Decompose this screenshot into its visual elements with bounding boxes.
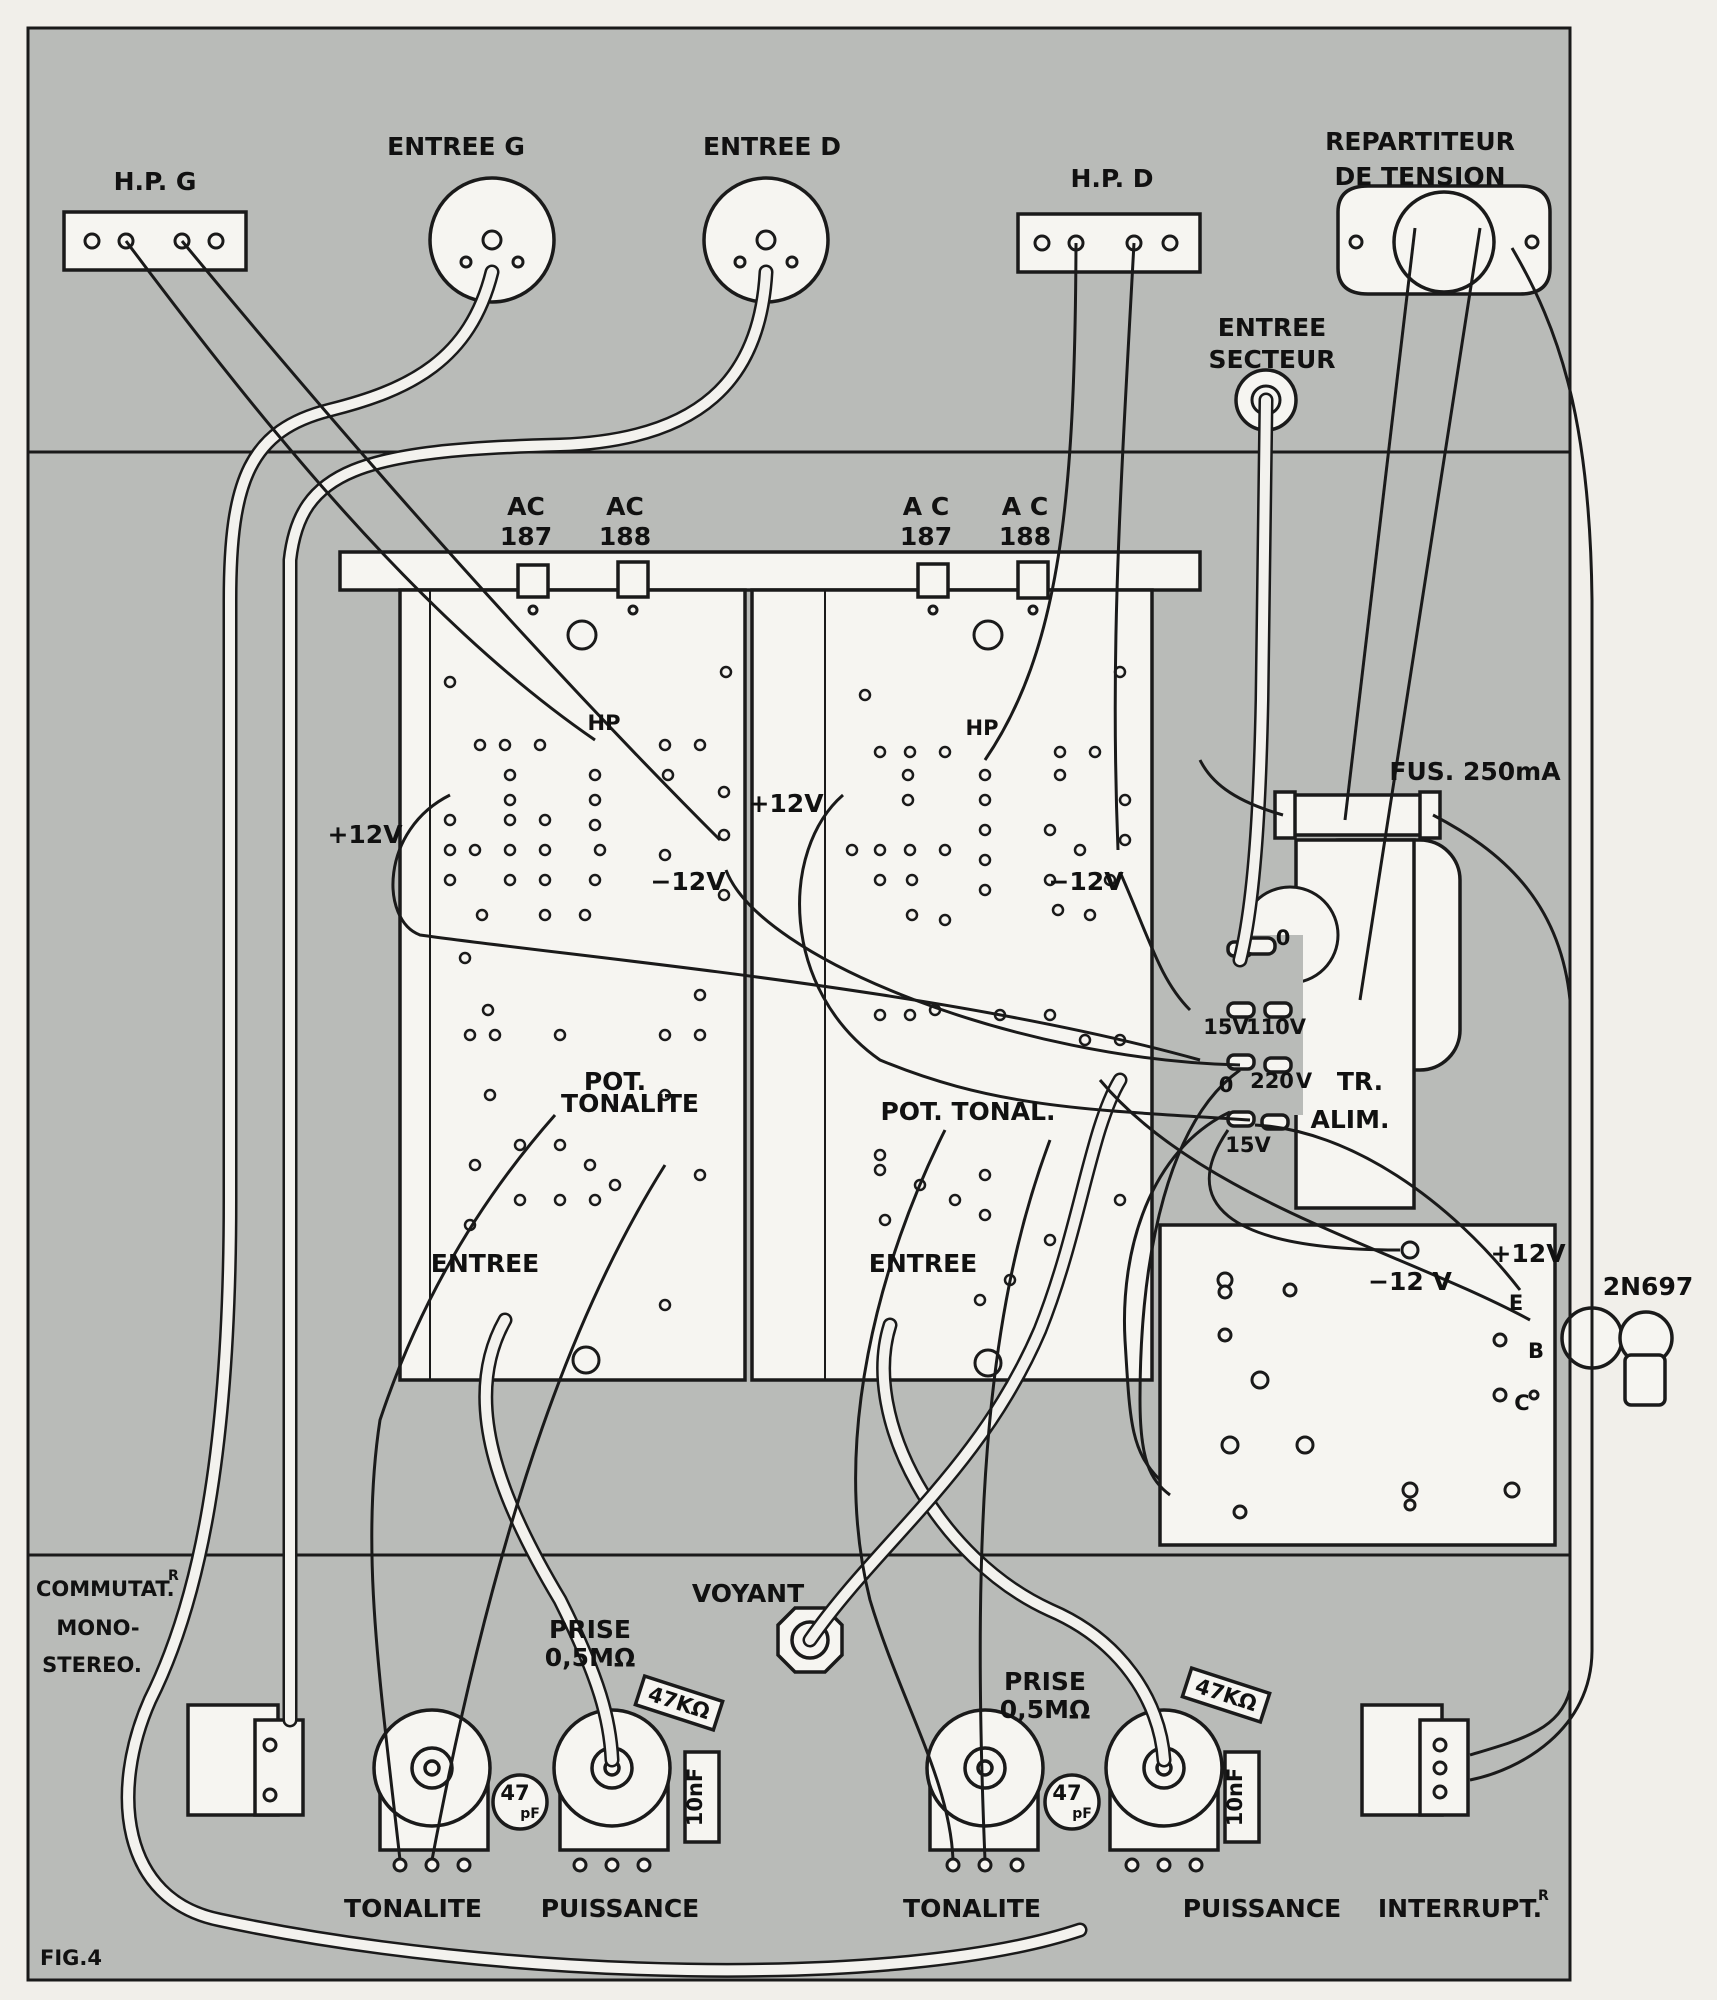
resistor-47k-right: [1180, 1665, 1272, 1725]
label-puissance-left: PUISSANCE: [541, 1894, 700, 1923]
label-hp-left: HP: [588, 711, 621, 735]
label-secteur-2: SECTEUR: [1208, 345, 1335, 374]
label-minus12-left: −12V: [650, 867, 726, 896]
capacitor-47pf-right: [1043, 1773, 1101, 1831]
label-c47-right-1: 47: [1052, 1781, 1081, 1805]
right-board-solder-points: [845, 665, 1132, 1307]
label-entree-g: ENTREE G: [387, 132, 525, 161]
label-tr-1: TR.: [1337, 1067, 1383, 1096]
label-c10-left: 10nF: [683, 1768, 707, 1827]
fuse-holder: [1273, 790, 1442, 840]
label-repartiteur-2: DE TENSION: [1334, 162, 1505, 191]
entree-d-socket: [702, 176, 830, 304]
label-ac-left-1a: AC: [507, 492, 545, 521]
label-tonalite-left: TONALITE: [344, 1894, 482, 1923]
label-prise-left-1: PRISE: [549, 1615, 631, 1644]
label-c47-right-2: pF: [1072, 1806, 1092, 1822]
label-pot-tonalite-2: TONALITE: [561, 1089, 699, 1118]
transistor-2n697: [1560, 1306, 1674, 1407]
label-pin-e: E: [1509, 1291, 1523, 1315]
label-plus12-mid: +12V: [748, 789, 824, 818]
heatsink-bar: [338, 550, 1202, 592]
label-entree-left: ENTREE: [431, 1249, 539, 1278]
label-pin-b: B: [1528, 1339, 1544, 1363]
label-tap-v: V: [1296, 1069, 1313, 1093]
label-hpd: H.P. D: [1070, 164, 1153, 193]
regulator-board: [1158, 1223, 1557, 1547]
label-hpg: H.P. G: [114, 167, 197, 196]
label-transistor: 2N697: [1603, 1272, 1694, 1301]
shielded-cables: [120, 264, 1274, 1978]
label-reg-minus12: −12 V: [1368, 1267, 1452, 1296]
label-interrupt: INTERRUPT.: [1378, 1894, 1542, 1923]
label-voyant: VOYANT: [692, 1579, 804, 1608]
transistor-ac187-right: [916, 562, 950, 616]
label-minus12-right: −12V: [1048, 867, 1124, 896]
label-ac-left-1b: 187: [500, 522, 552, 551]
pot-puissance-right: [1104, 1708, 1224, 1873]
repartiteur-de-tension: [1336, 184, 1552, 296]
label-ac-right-2a: A C: [1002, 492, 1048, 521]
label-prise-right-1: PRISE: [1004, 1667, 1086, 1696]
label-secteur-1: ENTREE: [1218, 313, 1326, 342]
label-c10-right: 10nF: [1223, 1768, 1247, 1827]
label-mono: MONO-: [56, 1616, 139, 1640]
label-c47-left-2: pF: [520, 1806, 540, 1822]
label-ac-right-1a: A C: [903, 492, 949, 521]
label-ac-left-2a: AC: [606, 492, 644, 521]
text-labels: H.P. G ENTREE G ENTREE D H.P. D REPARTIT…: [36, 127, 1693, 1970]
label-tap-15-bottom: 15V: [1225, 1133, 1271, 1157]
label-entree-d: ENTREE D: [703, 132, 841, 161]
label-entree-right: ENTREE: [869, 1249, 977, 1278]
label-pot-tonal: POT. TONAL.: [880, 1097, 1055, 1126]
label-commutat: COMMUTAT.: [36, 1577, 175, 1601]
entree-g-socket: [428, 176, 556, 304]
label-tap-220: 220: [1250, 1069, 1294, 1093]
label-plus12-left: +12V: [327, 820, 403, 849]
label-puissance-right: PUISSANCE: [1183, 1894, 1342, 1923]
label-tr-2: ALIM.: [1311, 1105, 1390, 1134]
label-stereo: STEREO.: [42, 1653, 142, 1677]
label-prise-left-2: 0,5MΩ: [545, 1643, 635, 1672]
resistor-47k-left: [633, 1673, 725, 1733]
label-tap-110: 110V: [1246, 1015, 1307, 1039]
label-tonalite-right: TONALITE: [903, 1894, 1041, 1923]
label-pot-tonalite-1: POT.: [584, 1067, 646, 1096]
label-reg-plus12: +12V: [1490, 1239, 1566, 1268]
label-tap-0-top: 0: [1276, 926, 1291, 950]
hpd-terminal-strip: [1016, 212, 1202, 274]
transistor-ac188-right: [1016, 560, 1050, 616]
label-fig: FIG.4: [40, 1946, 102, 1970]
label-commutat-r: R: [168, 1568, 179, 1584]
label-hp-right: HP: [966, 716, 999, 740]
label-ac-left-2b: 188: [599, 522, 651, 551]
label-prise-right-2: 0,5MΩ: [1000, 1695, 1090, 1724]
pot-puissance-left: [552, 1708, 672, 1873]
capacitor-10nf-right: [1223, 1750, 1261, 1844]
transistor-ac188-left: [616, 560, 650, 616]
label-repartiteur-1: REPARTITEUR: [1325, 127, 1515, 156]
label-c47-left-1: 47: [500, 1781, 529, 1805]
commutateur-mono-stereo: [186, 1703, 305, 1817]
capacitor-10nf-left: [683, 1750, 721, 1844]
label-tap-15-top: 15V: [1203, 1015, 1249, 1039]
label-pin-c: C: [1514, 1391, 1529, 1415]
transformer: [1208, 838, 1462, 1210]
interrupteur-switch: [1360, 1703, 1470, 1817]
label-ac-right-1b: 187: [900, 522, 952, 551]
transistor-ac187-left: [516, 563, 550, 616]
label-tap-0-bottom: 0: [1219, 1073, 1234, 1097]
left-board-solder-points: [443, 665, 733, 1312]
wires: [124, 227, 1594, 1861]
label-ac-right-2b: 188: [999, 522, 1051, 551]
label-fuse: FUS. 250mA: [1389, 757, 1561, 786]
label-interrupt-r: R: [1538, 1888, 1549, 1904]
hpg-terminal-strip: [62, 210, 248, 272]
capacitor-47pf-left: [491, 1773, 549, 1831]
